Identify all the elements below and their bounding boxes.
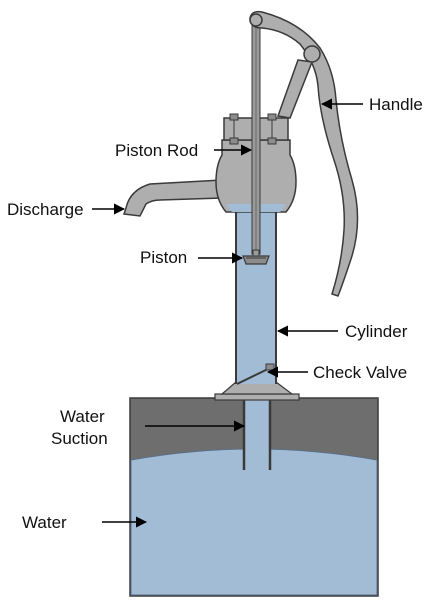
label-water-suction: Water Suction — [51, 407, 246, 448]
piston — [242, 249, 270, 265]
label-water-suction-line1: Water — [60, 407, 105, 426]
label-cylinder: Cylinder — [276, 322, 408, 341]
label-water-text: Water — [22, 513, 67, 532]
spout — [122, 179, 223, 217]
label-piston-text: Piston — [140, 248, 187, 267]
label-piston: Piston — [140, 248, 244, 267]
handle — [249, 10, 359, 297]
label-water-suction-line2: Suction — [51, 429, 108, 448]
label-cylinder-text: Cylinder — [345, 322, 408, 341]
label-water: Water — [22, 513, 148, 532]
label-handle-text: Handle — [369, 95, 423, 114]
label-check-valve-text: Check Valve — [313, 363, 407, 382]
suction-pipe — [242, 398, 272, 470]
label-piston-rod: Piston Rod — [115, 141, 253, 160]
label-handle: Handle — [320, 95, 423, 114]
label-discharge-text: Discharge — [7, 200, 84, 219]
label-discharge: Discharge — [7, 200, 126, 219]
handle-pivot — [303, 45, 321, 63]
water-body — [130, 448, 378, 596]
label-check-valve: Check Valve — [266, 363, 407, 382]
piston-rod — [251, 23, 261, 255]
base-flange — [214, 381, 300, 401]
label-piston-rod-text: Piston Rod — [115, 141, 198, 160]
